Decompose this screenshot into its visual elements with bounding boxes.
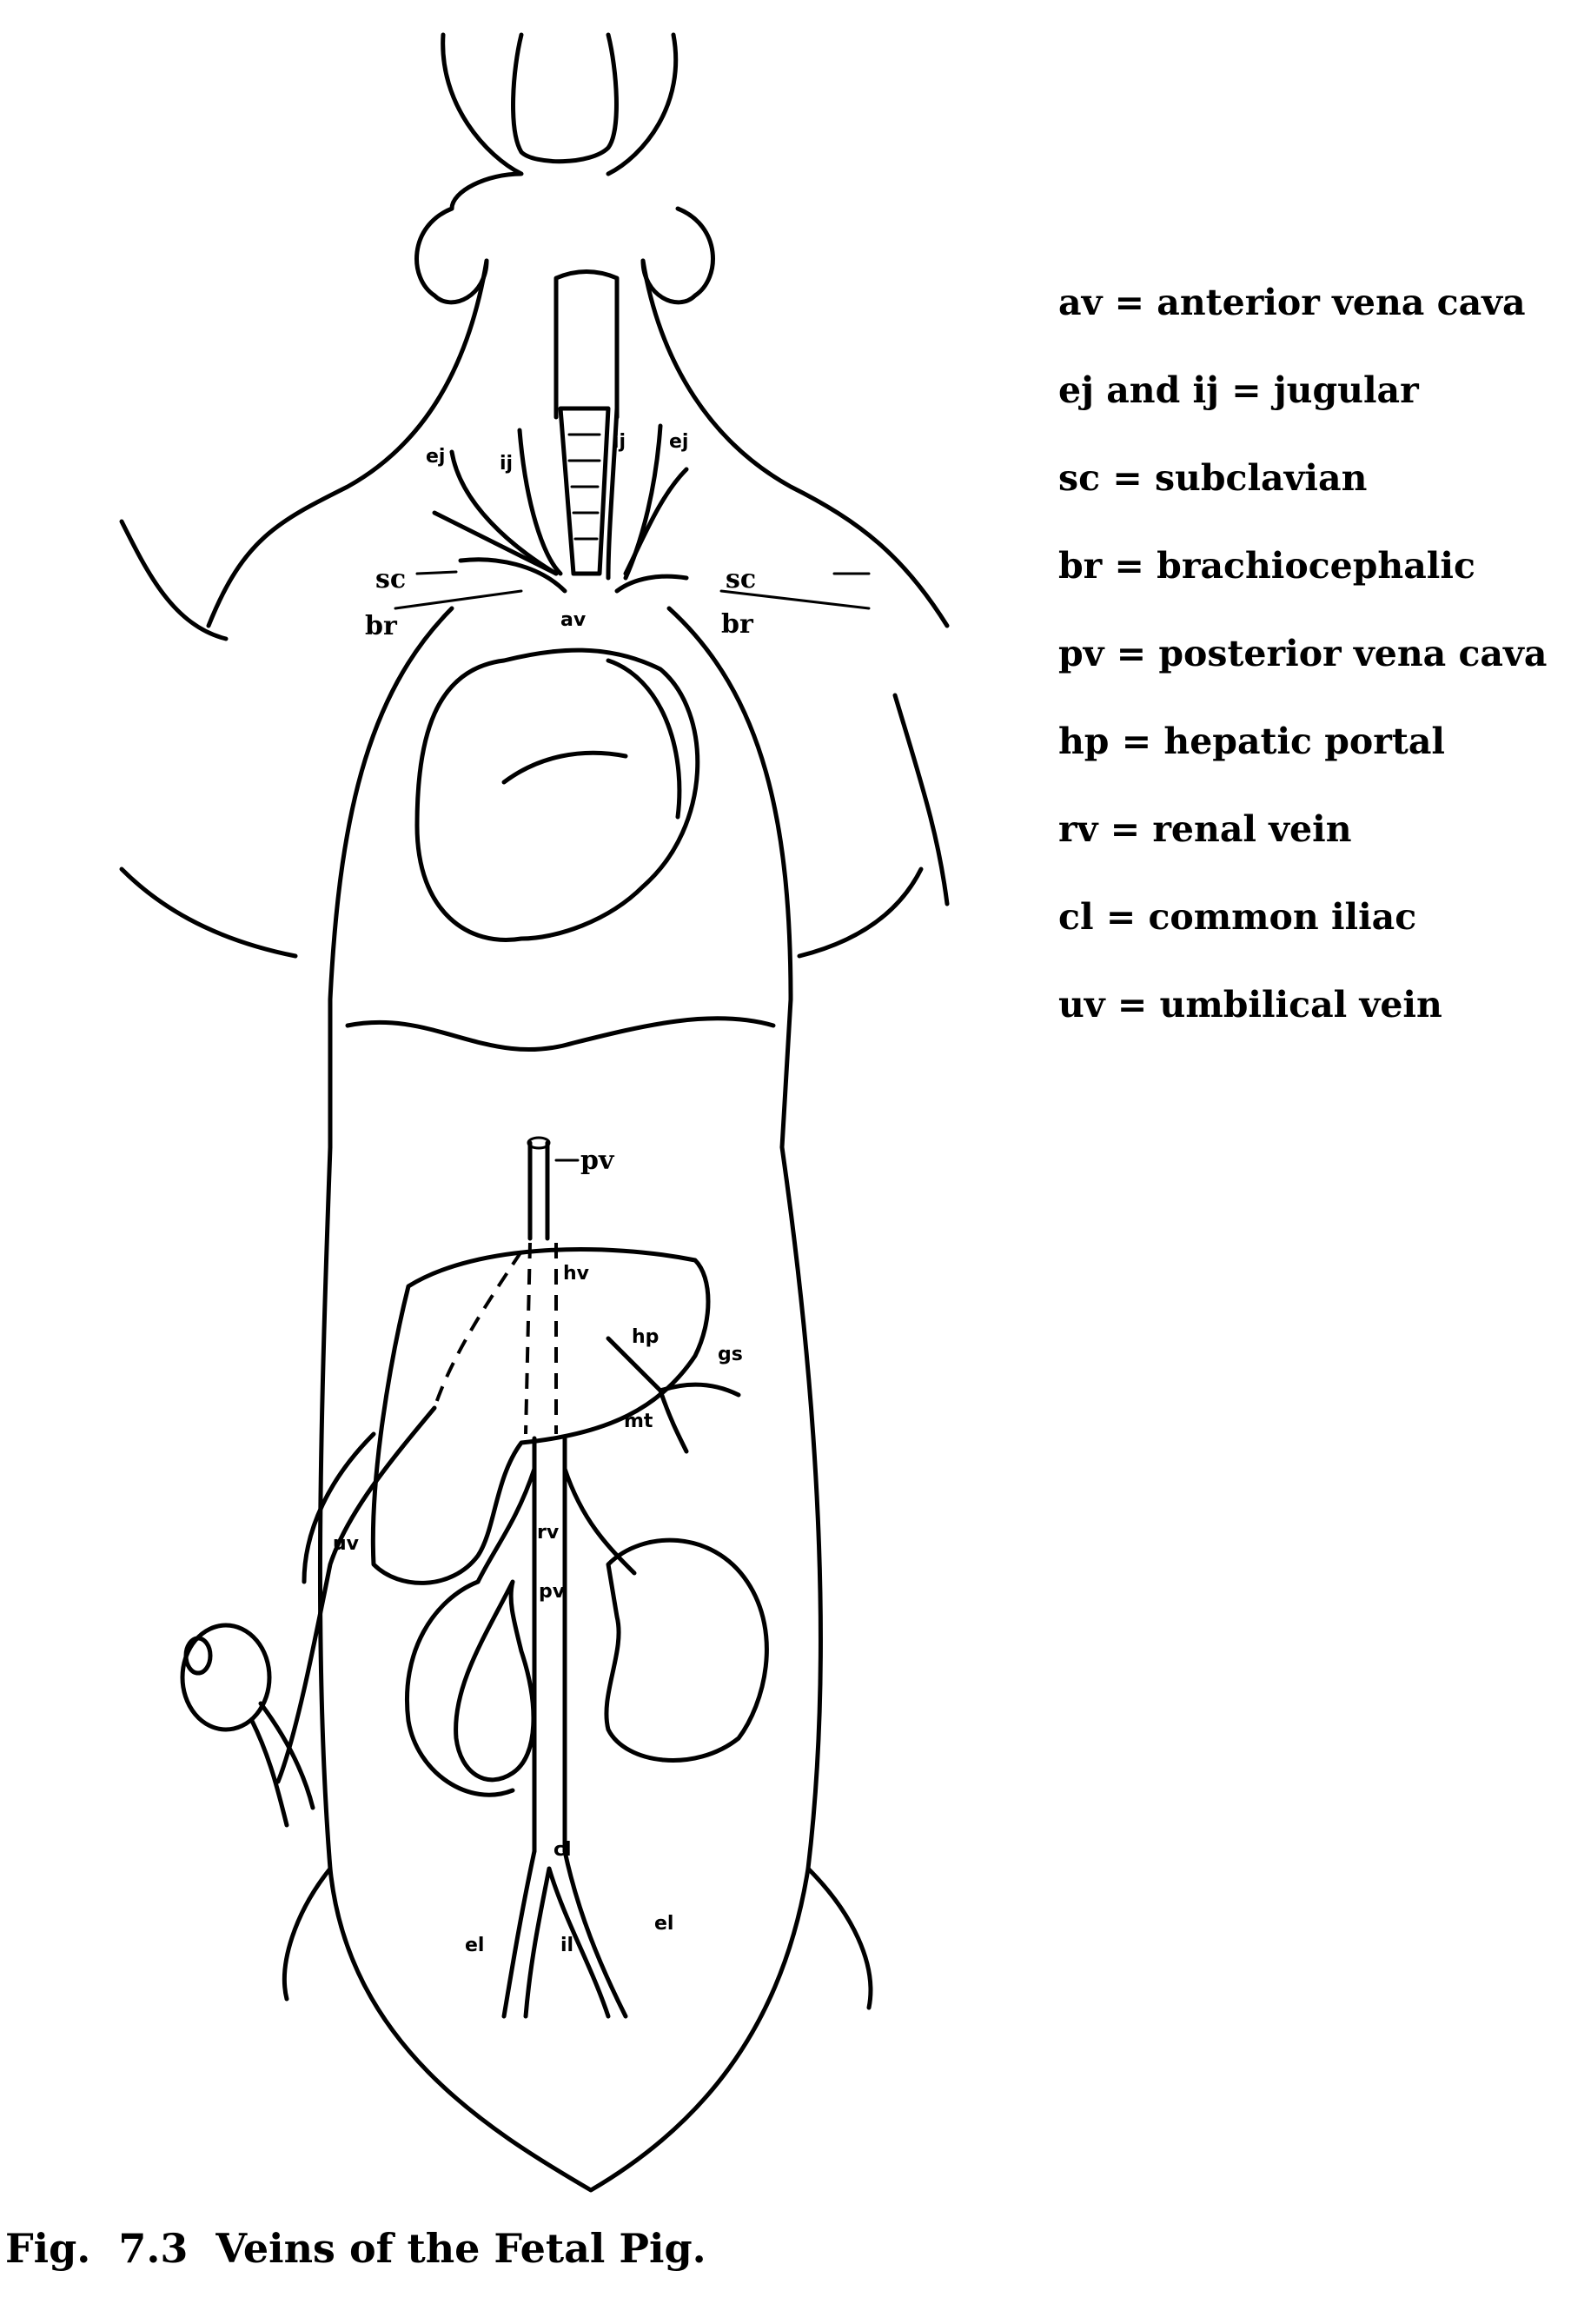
- label-ej-right: ej: [669, 431, 688, 453]
- figure-caption: Fig. 7.3 Veins of the Fetal Pig.: [5, 2225, 706, 2272]
- legend-item-sc: sc = subclavian: [1058, 457, 1368, 499]
- label-rv: rv: [537, 1522, 560, 1544]
- legend-item-av: av = anterior vena cava: [1058, 282, 1526, 323]
- label-pv-mid: pv: [539, 1581, 566, 1603]
- label-ij-right: ij: [613, 431, 626, 453]
- legend-item-rv: rv = renal vein: [1058, 808, 1352, 850]
- label-ej-left: ej: [426, 446, 445, 468]
- label-el-right: el: [654, 1913, 673, 1935]
- label-gs: gs: [718, 1344, 743, 1365]
- legend-item-pv: pv = posterior vena cava: [1058, 633, 1548, 674]
- label-il: il: [560, 1935, 573, 1956]
- label-br-left: br: [365, 611, 398, 641]
- legend-item-cl: cl = common iliac: [1058, 896, 1417, 938]
- abbreviation-legend: av = anterior vena cava ej and ij = jugu…: [1058, 276, 1547, 1066]
- label-ij-left: ij: [500, 453, 513, 475]
- label-hv: hv: [563, 1263, 590, 1285]
- label-sc-left: sc: [375, 564, 406, 594]
- label-sc-right: sc: [726, 564, 756, 594]
- label-mt: mt: [624, 1411, 653, 1432]
- label-el-left: el: [465, 1935, 484, 1956]
- label-hp: hp: [632, 1326, 659, 1348]
- legend-item-br: br = brachiocephalic: [1058, 545, 1475, 587]
- label-cl: cl: [553, 1839, 572, 1861]
- label-av: av: [560, 609, 587, 631]
- legend-item-hp: hp = hepatic portal: [1058, 720, 1445, 762]
- label-br-right: br: [721, 609, 754, 640]
- legend-item-jugular: ej and ij = jugular: [1058, 369, 1419, 411]
- legend-item-uv: uv = umbilical vein: [1058, 984, 1442, 1026]
- label-uv: uv: [333, 1533, 360, 1555]
- label-pv-top: pv: [580, 1145, 615, 1176]
